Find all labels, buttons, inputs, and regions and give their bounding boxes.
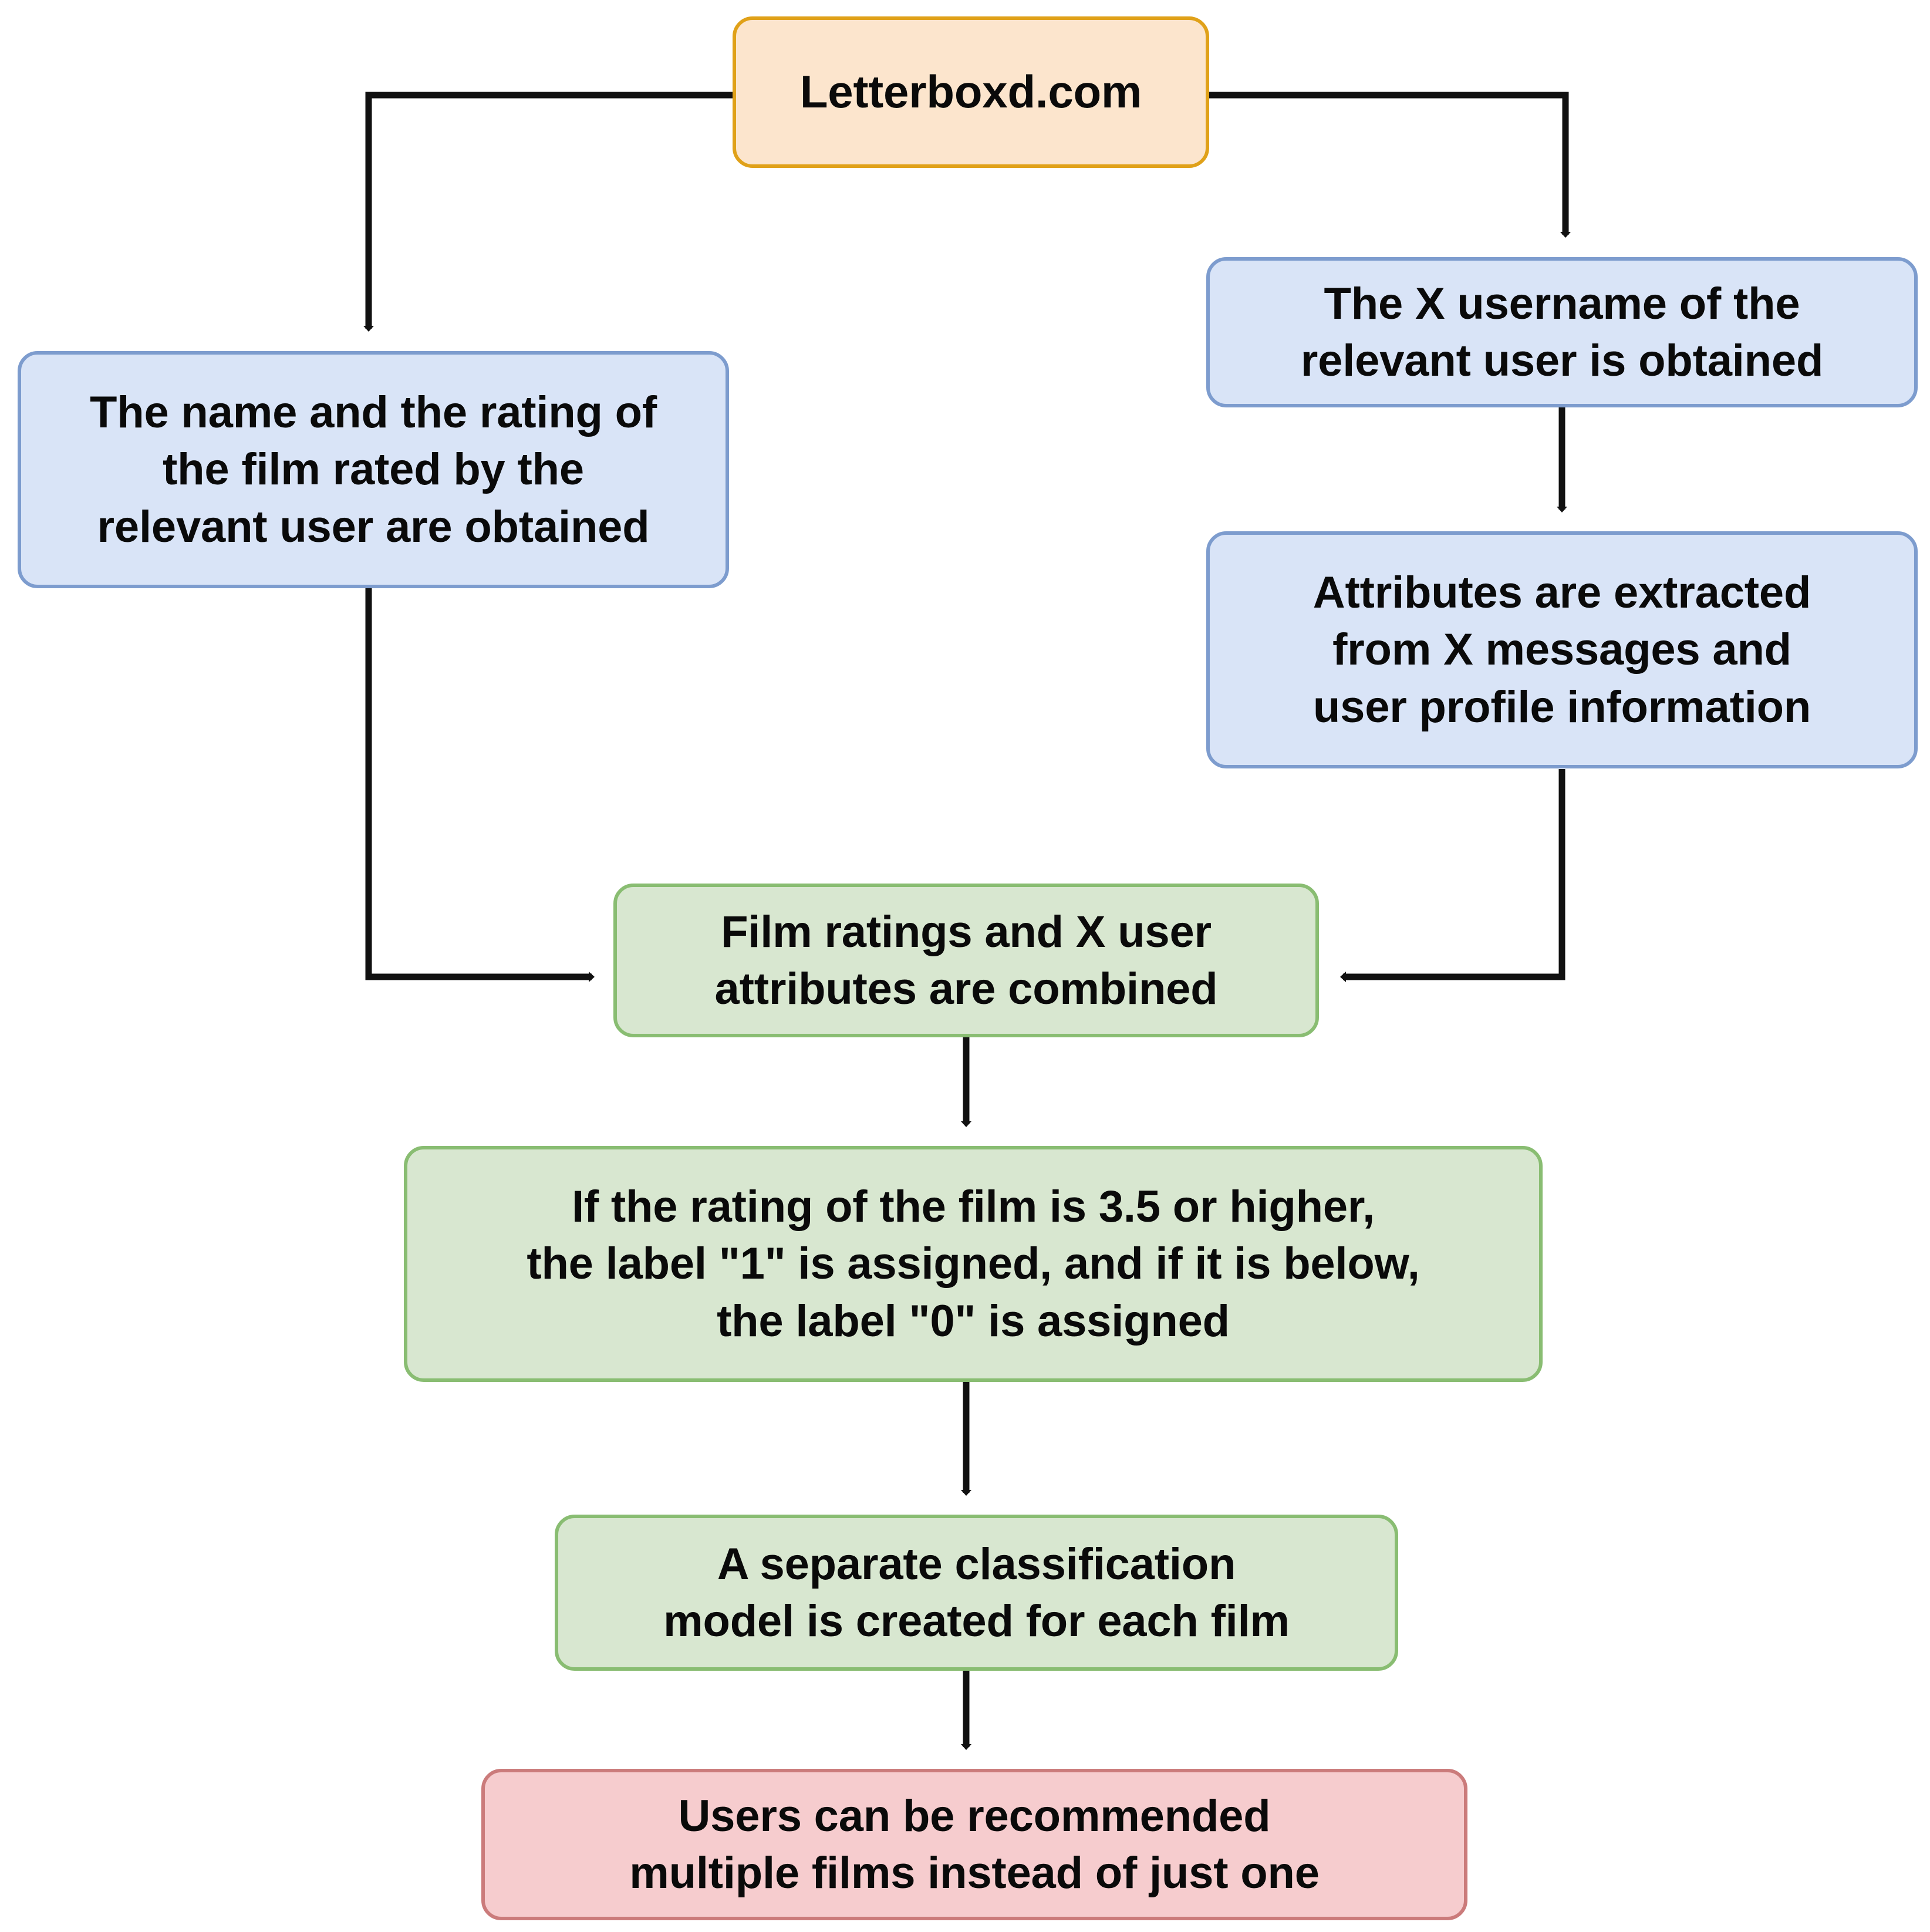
edge-film-rating-to-combine: [365, 588, 595, 982]
node-label-assignment-rule[interactable]: If the rating of the film is 3.5 or high…: [404, 1146, 1543, 1382]
node-film-name-and-rating-label: The name and the rating of the film rate…: [90, 387, 657, 552]
node-label-assignment-rule-label: If the rating of the film is 3.5 or high…: [527, 1182, 1420, 1346]
node-letterboxd-source[interactable]: Letterboxd.com: [733, 16, 1209, 168]
node-attributes-extracted-label: Attributes are extracted from X messages…: [1312, 568, 1811, 732]
node-multiple-film-recommendations[interactable]: Users can be recommended multiple films …: [481, 1769, 1467, 1920]
node-x-username-obtained-label: The X username of the relevant user is o…: [1300, 278, 1824, 386]
edge-attributes-to-combine: [1340, 769, 1565, 982]
node-classification-model-per-film[interactable]: A separate classification model is creat…: [555, 1515, 1398, 1671]
node-ratings-attributes-combined-label: Film ratings and X user attributes are c…: [714, 906, 1218, 1014]
node-x-username-obtained[interactable]: The X username of the relevant user is o…: [1206, 257, 1918, 407]
node-attributes-extracted[interactable]: Attributes are extracted from X messages…: [1206, 531, 1918, 768]
node-multiple-film-recommendations-label: Users can be recommended multiple films …: [629, 1791, 1320, 1898]
node-film-name-and-rating[interactable]: The name and the rating of the film rate…: [18, 351, 729, 588]
edge-source-to-x-username: [1209, 92, 1571, 238]
node-letterboxd-source-label: Letterboxd.com: [799, 66, 1142, 118]
node-ratings-attributes-combined[interactable]: Film ratings and X user attributes are c…: [613, 884, 1319, 1037]
edge-source-to-film-rating: [363, 92, 733, 332]
node-classification-model-per-film-label: A separate classification model is creat…: [663, 1539, 1290, 1646]
